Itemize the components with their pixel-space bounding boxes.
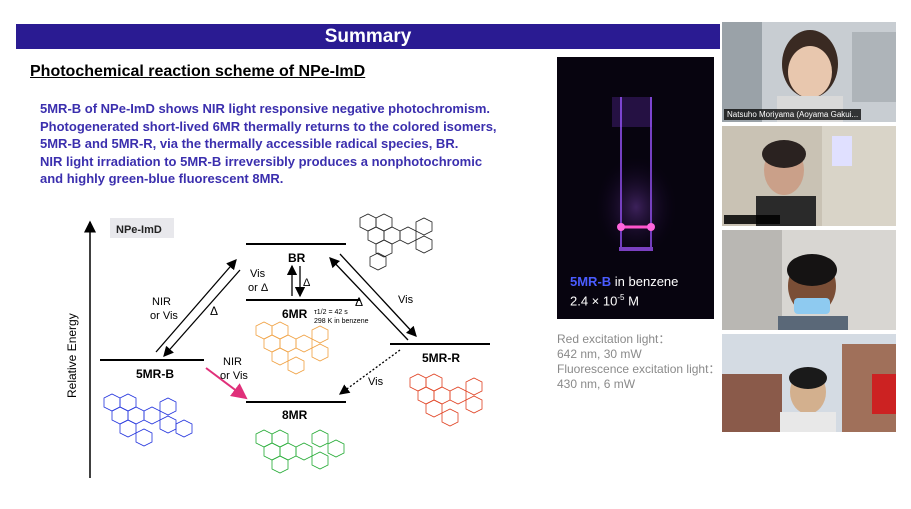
caption-solvent: in benzene bbox=[611, 274, 679, 289]
orange-molecule bbox=[255, 321, 329, 375]
or-vis-label-mid: or Vis bbox=[220, 370, 248, 382]
vis-label-bottom: Vis bbox=[368, 376, 384, 388]
energy-diagram: Relative Energy NPe-ImD BR 6MR τ1/2 = 42… bbox=[65, 213, 490, 478]
arrow-vis-5mrr-to-br bbox=[329, 257, 409, 341]
video-tile-participant-1[interactable]: Natsuho Moriyama (Aoyama Gakui... bbox=[722, 22, 896, 122]
temperature-label: 298 K in benzene bbox=[314, 318, 369, 325]
vis-label-center: Vis bbox=[250, 268, 266, 280]
cuvette-illustration bbox=[557, 57, 714, 319]
arrow-delta-br-to-5mrr bbox=[339, 253, 417, 337]
photo-caption: 5MR-B in benzene 2.4 × 10-5 M bbox=[570, 274, 678, 309]
excitation-info: Red excitation light： 642 nm, 30 mW Fluo… bbox=[557, 332, 720, 392]
excitation-line: Red excitation light： bbox=[557, 332, 671, 346]
participant-name: Natsuho Moriyama (Aoyama Gakui... bbox=[724, 109, 862, 120]
summary-line: NIR light irradiation to 5MR-B irreversi… bbox=[40, 153, 483, 169]
caption-unit: M bbox=[624, 293, 639, 309]
fivemr-b-label: 5MR-B bbox=[136, 367, 174, 381]
participant-video-3 bbox=[722, 230, 896, 330]
excitation-line: 430 nm, 6 mW bbox=[557, 377, 636, 391]
caption-exponent: -5 bbox=[617, 293, 625, 302]
video-tile-participant-2[interactable] bbox=[722, 126, 896, 226]
delta-label-right: Δ bbox=[355, 295, 363, 309]
vis-label-right: Vis bbox=[398, 294, 414, 306]
arrow-nir-to-br bbox=[155, 259, 237, 353]
sixmr-label: 6MR bbox=[282, 307, 308, 321]
slide-title: Summary bbox=[324, 26, 412, 47]
br-label: BR bbox=[288, 251, 306, 265]
slide-subtitle: Photochemical reaction scheme of NPe-ImD bbox=[30, 63, 366, 80]
compound-label: NPe-ImD bbox=[116, 224, 162, 236]
or-delta-label: or Δ bbox=[248, 282, 269, 294]
delta-label-left: Δ bbox=[210, 304, 218, 318]
green-molecule bbox=[255, 429, 345, 474]
nir-label-mid: NIR bbox=[223, 356, 242, 368]
excitation-line: 642 nm, 30 mW bbox=[557, 347, 642, 361]
participant-video-2 bbox=[722, 126, 896, 226]
arrow-delta-to-5mrb bbox=[163, 269, 241, 357]
summary-line: and highly green-blue fluorescent 8MR. bbox=[40, 171, 284, 186]
video-tile-participant-4[interactable] bbox=[722, 334, 896, 432]
br-molecule bbox=[359, 213, 433, 271]
arrow-vis-dotted bbox=[338, 349, 401, 395]
red-molecule bbox=[409, 373, 483, 427]
blue-molecule bbox=[103, 393, 193, 447]
axis-label: Relative Energy bbox=[65, 313, 79, 398]
caption-concentration: 2.4 × 10 bbox=[570, 293, 618, 309]
cuvette-photo bbox=[557, 57, 714, 319]
compound-badge bbox=[110, 218, 174, 238]
fivemr-r-label: 5MR-R bbox=[422, 351, 460, 365]
caption-compound: 5MR-B bbox=[570, 274, 612, 289]
excitation-line: Fluorescence excitation light： bbox=[557, 362, 721, 376]
title-bar: Summary bbox=[16, 24, 720, 49]
participant-video-4 bbox=[722, 334, 896, 432]
video-tile-participant-3[interactable] bbox=[722, 230, 896, 330]
or-vis-label: or Vis bbox=[150, 310, 178, 322]
nir-label: NIR bbox=[152, 296, 171, 308]
half-life-label: τ1/2 = 42 s bbox=[314, 309, 348, 316]
summary-text: 5MR-B of NPe-ImD shows NIR light respons… bbox=[40, 100, 570, 188]
participant-name-bar bbox=[724, 215, 780, 224]
participant-video-1 bbox=[722, 22, 896, 122]
summary-line: Photogenerated short-lived 6MR thermally… bbox=[40, 118, 497, 134]
eightmr-label: 8MR bbox=[282, 408, 308, 422]
arrow-nir-to-8mr bbox=[205, 367, 248, 400]
summary-line: 5MR-B of NPe-ImD shows NIR light respons… bbox=[40, 101, 491, 116]
delta-label-center: Δ bbox=[303, 277, 311, 289]
summary-line: 5MR-B and 5MR-R, via the thermally acces… bbox=[40, 136, 459, 151]
presentation-slide: Summary Photochemical reaction scheme of… bbox=[16, 24, 721, 478]
